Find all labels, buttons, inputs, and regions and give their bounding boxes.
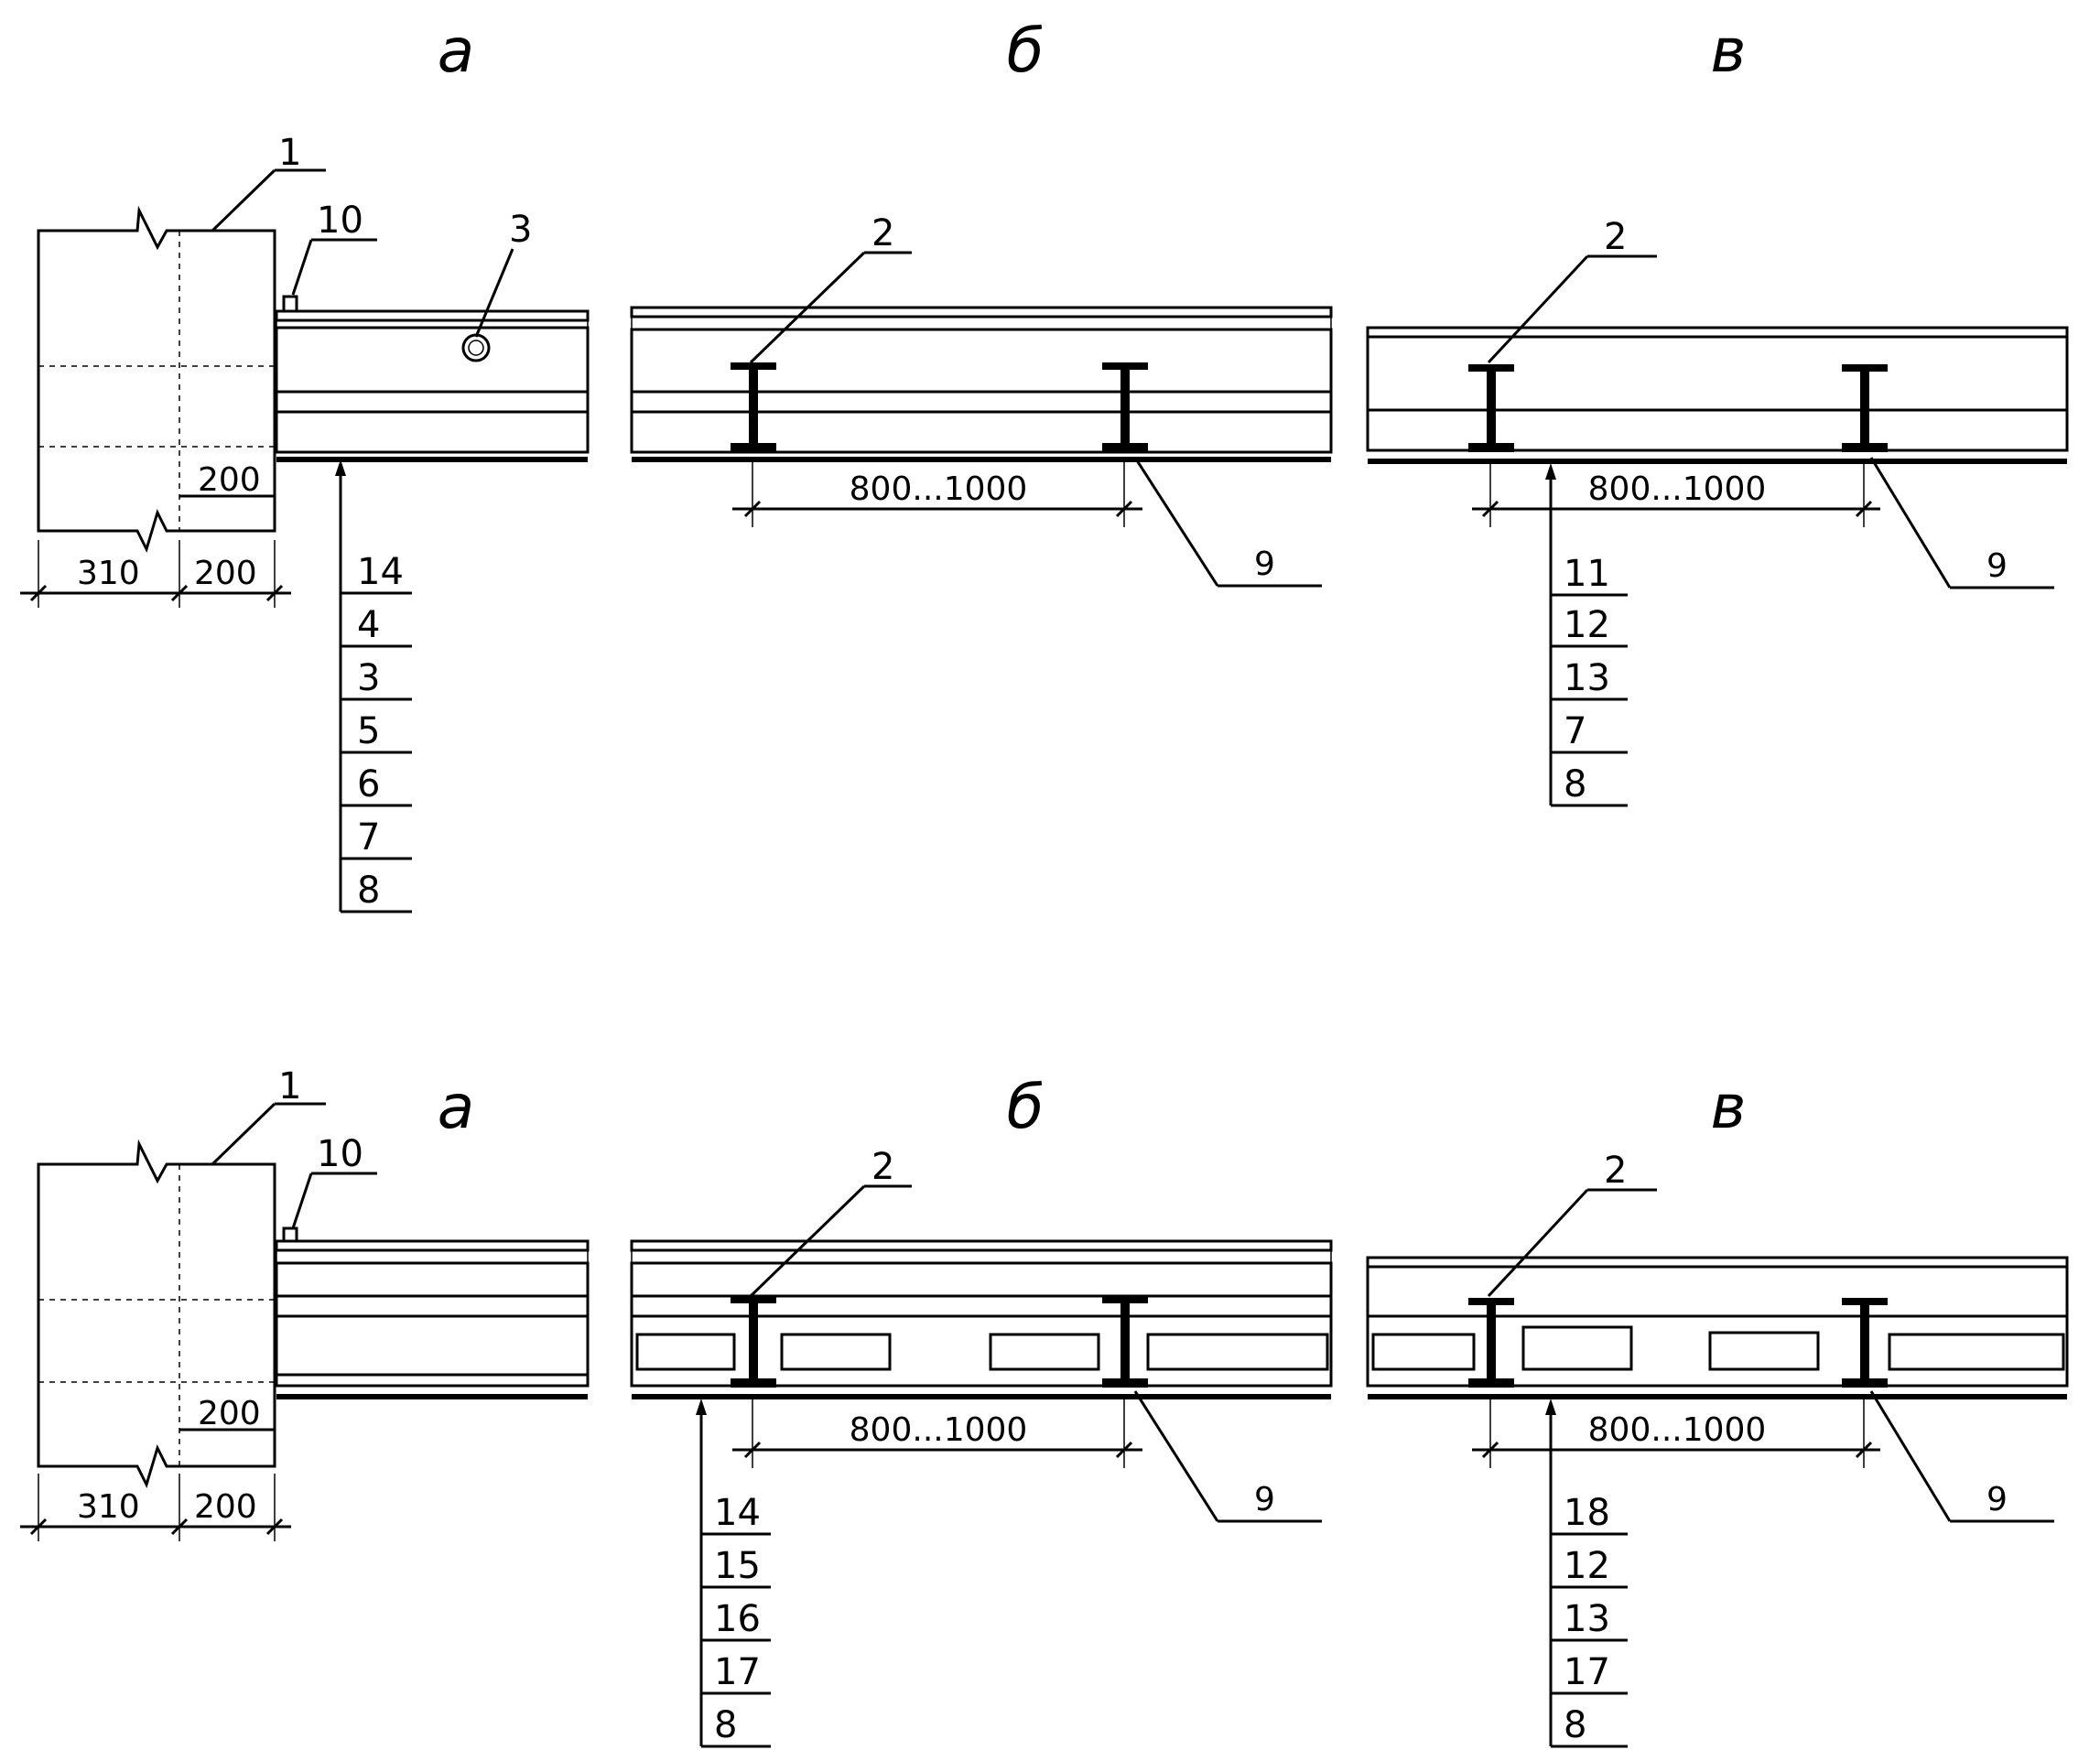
- detail-bottom-a: 1 10 200 310 200: [20, 1065, 590, 1541]
- floor-board: [630, 306, 1333, 319]
- stack-item: 18: [1564, 1492, 1610, 1534]
- steel-beam: [1468, 364, 1514, 452]
- detail-top-c: 2 9 800...1000 11 12 13 7 8: [1366, 216, 2069, 807]
- callout-10: 10: [317, 1133, 363, 1175]
- callout-1: 1: [278, 1065, 301, 1107]
- callout-9: 9: [1254, 1481, 1275, 1518]
- insulation-layer: [275, 1294, 590, 1318]
- dim-bearing: 200: [194, 555, 257, 592]
- screed-layer: [630, 1261, 1333, 1298]
- stack-item: 8: [714, 1704, 737, 1746]
- plinth: [282, 1226, 298, 1243]
- stack-item: 17: [714, 1651, 761, 1693]
- detail-top-b: 2 9 800...1000: [630, 212, 1333, 588]
- dim-offset: 200: [198, 461, 261, 499]
- dim-offset: 200: [198, 1395, 261, 1432]
- slab-layer: [630, 410, 1333, 454]
- detail-bottom-c: 2 9 800...1000 18 12 13 17 8: [1366, 1150, 2069, 1748]
- stack-item: 14: [357, 551, 404, 593]
- stack-item: 11: [1564, 553, 1610, 595]
- dim-bearing: 200: [194, 1488, 257, 1526]
- callout-2: 2: [871, 212, 894, 254]
- title-bottom-a: а: [438, 1072, 474, 1142]
- hollow-slab: [1366, 1314, 2069, 1388]
- screed-layer: [275, 1261, 590, 1298]
- callout-10: 10: [317, 200, 363, 242]
- floor-board: [275, 309, 590, 322]
- stack-item: 6: [357, 763, 380, 805]
- detail-top-a: 1 10 3 200 310 200 14 4 3: [20, 132, 590, 913]
- callout-9: 9: [1986, 1481, 2008, 1518]
- stack-item: 12: [1564, 1545, 1610, 1587]
- stack-item: 16: [714, 1598, 761, 1640]
- plinth: [282, 295, 298, 313]
- stack-item: 7: [1564, 710, 1586, 752]
- floor-board: [275, 1239, 590, 1252]
- slab-layer: [275, 410, 590, 454]
- stack-item: 8: [1564, 1704, 1586, 1746]
- callout-2: 2: [1604, 1150, 1627, 1192]
- brick-wall: [37, 205, 276, 554]
- title-top-c: в: [1711, 16, 1747, 86]
- insulation-layer: [275, 390, 590, 414]
- steel-beam: [731, 1296, 776, 1388]
- stack-item: 17: [1564, 1651, 1610, 1693]
- steel-beam: [731, 362, 776, 452]
- log-section: [461, 333, 491, 362]
- callout-9: 9: [1254, 546, 1275, 583]
- floor-board: [630, 1239, 1333, 1252]
- joist-layer: [275, 326, 590, 394]
- stack-item: 8: [357, 870, 380, 912]
- dim-span: 800...1000: [1588, 470, 1767, 508]
- hollow-slab: [630, 1314, 1333, 1388]
- title-bottom-b: б: [1007, 1072, 1045, 1142]
- callout-2: 2: [871, 1146, 894, 1188]
- layer-stack-bottom-b: 14 15 16 17 8: [701, 1492, 771, 1748]
- layer-stack-top-a: 14 4 3 5 6 7 8: [341, 551, 412, 913]
- hollow-slab: [275, 1314, 590, 1377]
- brick-wall: [37, 1139, 276, 1489]
- dim-span: 800...1000: [850, 1411, 1028, 1449]
- dim-wall: 310: [77, 555, 140, 592]
- stack-item: 8: [1564, 763, 1586, 805]
- stack-item: 4: [357, 604, 380, 646]
- stack-item: 13: [1564, 1598, 1610, 1640]
- insulation-layer: [630, 390, 1333, 414]
- wood-layer: [630, 328, 1333, 394]
- stack-item: 15: [714, 1545, 761, 1587]
- callout-2: 2: [1604, 216, 1627, 258]
- stack-item: 5: [357, 710, 380, 752]
- steel-beam: [1842, 364, 1888, 452]
- steel-beam: [1842, 1298, 1888, 1388]
- slab-layer: [1366, 408, 2069, 452]
- detail-bottom-b: 2 9 800...1000 14 15 16 17 8: [630, 1146, 1333, 1748]
- stack-item: 13: [1564, 657, 1610, 699]
- stack-item: 3: [357, 657, 380, 699]
- callout-1: 1: [278, 132, 301, 174]
- title-top-a: а: [438, 16, 474, 86]
- layer-stack-top-c: 11 12 13 7 8: [1551, 553, 1628, 807]
- layer-stack-bottom-c: 18 12 13 17 8: [1551, 1492, 1628, 1748]
- callout-3: 3: [509, 209, 532, 251]
- stack-item: 14: [714, 1492, 761, 1534]
- insulation-layer: [1366, 335, 2069, 412]
- title-top-b: б: [1007, 16, 1045, 86]
- callout-9: 9: [1986, 547, 2008, 585]
- stack-item: 7: [357, 816, 380, 859]
- dim-span: 800...1000: [1588, 1411, 1767, 1449]
- title-bottom-c: в: [1711, 1072, 1747, 1142]
- steel-beam: [1102, 362, 1148, 452]
- dim-span: 800...1000: [850, 470, 1028, 508]
- steel-beam: [1102, 1296, 1148, 1388]
- stack-item: 12: [1564, 604, 1610, 646]
- insulation-layer: [1366, 1265, 2069, 1318]
- dim-wall: 310: [77, 1488, 140, 1526]
- steel-beam: [1468, 1298, 1514, 1388]
